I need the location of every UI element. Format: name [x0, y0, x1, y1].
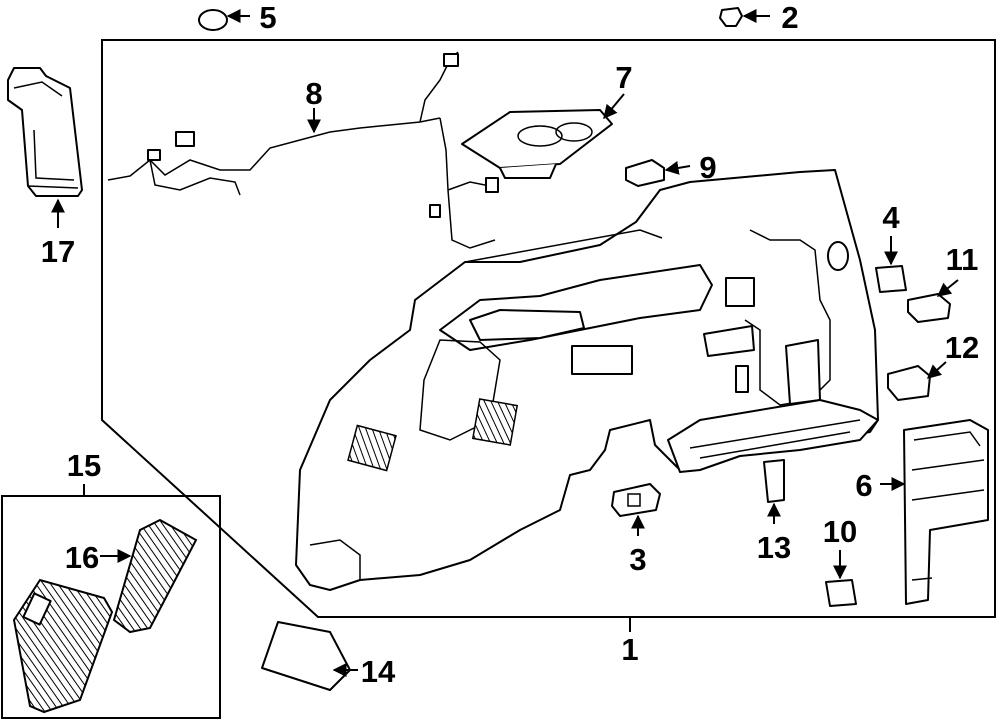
part-5-cap: 5 — [198, 0, 277, 35]
part-11-outlet: 11 — [907, 242, 979, 323]
part-6-scuff-plate: 6 — [855, 419, 989, 605]
part-12-cover: 12 — [887, 330, 979, 401]
part-2-clip: 2 — [719, 0, 799, 35]
callout-17-label: 17 — [41, 234, 75, 269]
part-9-switch: 9 — [625, 150, 717, 187]
part-14-cover: 14 — [261, 621, 396, 691]
callout-15-label: 15 — [67, 448, 101, 483]
part-7-cupholder-panel: 7 — [461, 60, 633, 179]
callout-14-label: 14 — [361, 654, 396, 689]
callout-12-label: 12 — [945, 330, 979, 365]
callout-3-label: 3 — [629, 542, 646, 577]
callout-1: 1 — [621, 617, 639, 667]
callout-6-label: 6 — [855, 468, 872, 503]
part-10-clip: 10 — [823, 514, 857, 607]
callout-8-label: 8 — [305, 76, 322, 111]
callout-5-label: 5 — [259, 0, 276, 35]
main-assembly-frame — [101, 39, 996, 618]
part-3-switch: 3 — [611, 483, 661, 577]
callout-1-label: 1 — [621, 632, 638, 667]
callout-9-label: 9 — [699, 150, 716, 185]
callout-4-label: 4 — [882, 200, 900, 235]
callout-10-label: 10 — [823, 514, 857, 549]
part-4-bracket: 4 — [875, 200, 907, 293]
callout-13-label: 13 — [757, 530, 791, 565]
callout-11-label: 11 — [946, 242, 979, 277]
quarter-trim-panel — [295, 169, 879, 591]
callout-2-label: 2 — [781, 0, 798, 35]
part-15-vent-assembly: 15 16 — [1, 448, 221, 719]
part-13-tab: 13 — [757, 459, 791, 565]
callout-7-label: 7 — [615, 60, 632, 95]
callout-16-label: 16 — [65, 540, 99, 575]
part-17-pillar-trim: 17 — [7, 67, 83, 269]
part-8-wiring-harness: 8 — [107, 51, 499, 249]
